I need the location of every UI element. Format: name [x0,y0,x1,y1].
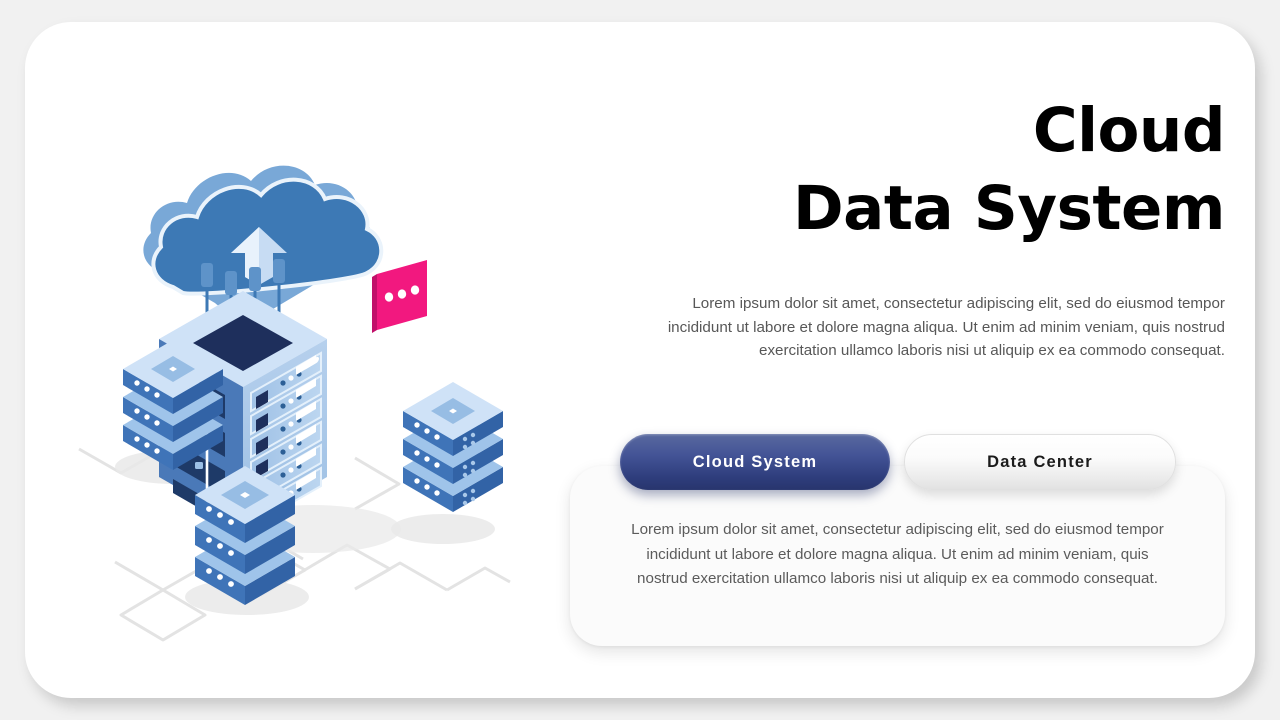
info-card: Lorem ipsum dolor sit amet, consectetur … [570,466,1225,646]
tab-data-center[interactable]: Data Center [904,434,1176,490]
tab-row: Cloud System Data Center [620,434,1176,490]
tab-cloud-system-label: Cloud System [692,452,818,471]
server-stack-right-icon [403,382,503,512]
chat-bubble-icon [372,260,427,333]
page-title-line-1: Cloud [1032,95,1226,166]
page-title-line-2: Data System [793,173,1225,245]
isometric-cloud-data-center-illustration [55,77,525,657]
tab-cloud-system[interactable]: Cloud System [620,434,890,490]
tabbed-info-panel: Lorem ipsum dolor sit amet, consectetur … [570,434,1225,649]
intro-paragraph: Lorem ipsum dolor sit amet, consectetur … [667,295,1225,360]
cloud-upload-icon [143,165,384,314]
server-stack-left-icon [123,340,223,470]
content-column: Cloud Data System Lorem ipsum dolor sit … [625,92,1226,363]
card-paragraph: Lorem ipsum dolor sit amet, consectetur … [631,521,1164,588]
server-stack-bottom-icon [195,466,295,605]
page-title: Cloud Data System [625,92,1225,248]
slide-canvas: Cloud Data System Lorem ipsum dolor sit … [25,22,1255,698]
tab-data-center-label: Data Center [987,452,1093,471]
